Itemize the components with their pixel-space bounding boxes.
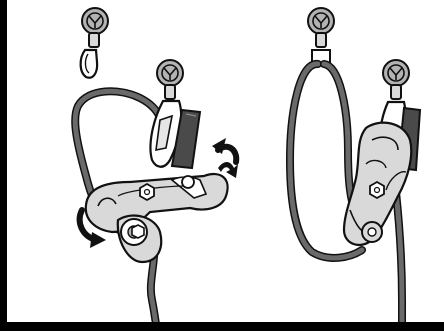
- carabiner-icon: [81, 33, 99, 78]
- anchor-bolt-icon: [157, 60, 183, 86]
- belay-device-icon: [86, 174, 228, 262]
- right-panel: [290, 8, 420, 324]
- rotation-arrow-icon: [212, 138, 238, 178]
- frame-left-border: [0, 0, 7, 331]
- anchor-bolt-icon: [308, 8, 334, 34]
- left-panel: [75, 8, 238, 324]
- anchor-bolt-icon: [383, 60, 409, 86]
- anchor-bolt-icon: [82, 8, 108, 34]
- frame-bottom-border: [0, 322, 444, 331]
- carabiner-icon: [312, 33, 330, 64]
